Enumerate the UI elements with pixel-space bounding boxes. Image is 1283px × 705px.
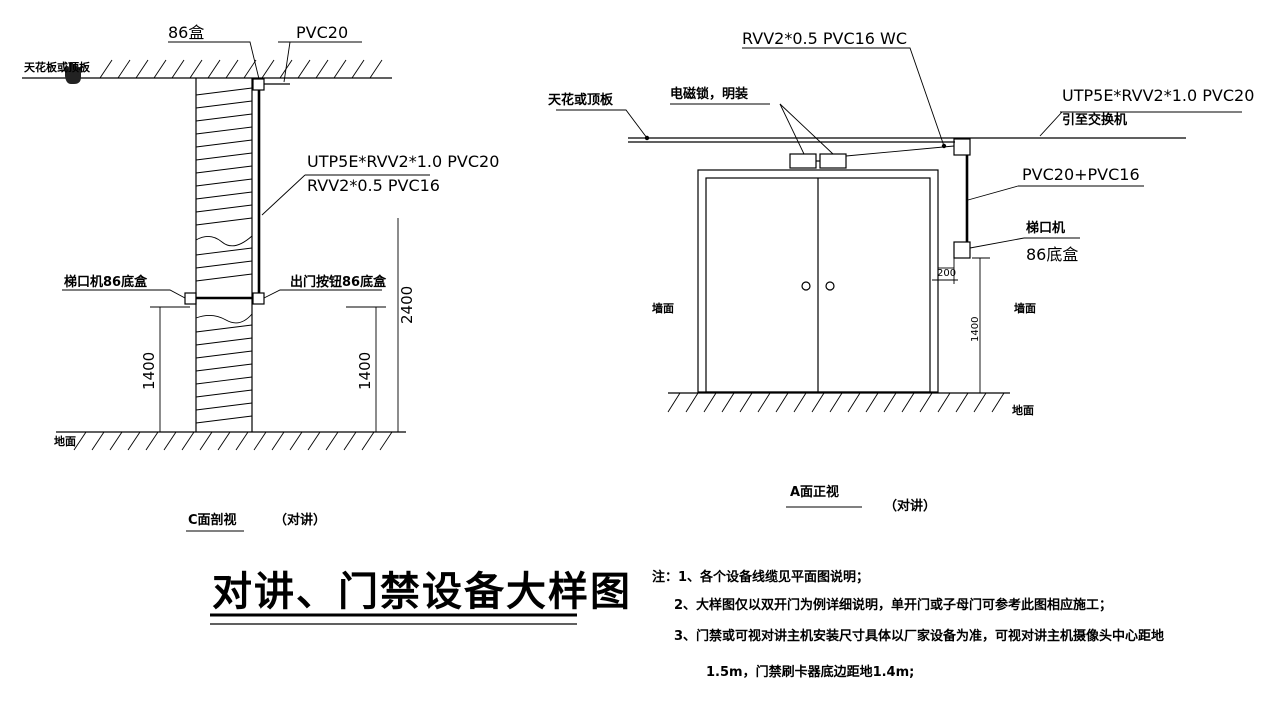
label-ceiling-a: 天花或顶板 (548, 92, 614, 108)
ceiling-hatch (99, 59, 383, 79)
junction-box (953, 138, 971, 156)
view-title-c: C面剖视 (188, 512, 237, 528)
leader-cable (261, 174, 306, 216)
label-pvc-combo: PVC20+PVC16 (1022, 165, 1140, 184)
label-cable-right-1: UTP5E*RVV2*1.0 PVC20 (1062, 86, 1254, 105)
notes-block: 注：1、各个设备线缆见平面图说明； 2、大样图仅以双开门为例详细说明，单开门或子… (652, 569, 1164, 680)
label-floor-a: 地面 (1012, 403, 1034, 417)
view-sub-c: （对讲） (274, 512, 326, 528)
leader-stair-box (62, 289, 186, 299)
floor-hatch (73, 431, 393, 451)
dim-2400: 2400 (398, 286, 416, 324)
label-stair-box: 梯口机86底盒 (64, 274, 148, 290)
label-floor: 地面 (54, 434, 76, 448)
label-exit-box: 出门按钮86底盒 (290, 274, 387, 290)
stair-unit-box (953, 241, 971, 259)
view-title-a: A面正视 (790, 484, 839, 500)
exit-button-box (252, 292, 265, 305)
stair-box (184, 292, 197, 305)
leader-ceiling-a (556, 109, 648, 139)
leader-box-86 (168, 41, 260, 80)
mag-lock-right (819, 153, 847, 169)
door-handle-left (801, 281, 811, 291)
leader-exit-box (263, 289, 382, 299)
note-line-2: 2、大样图仅以双开门为例详细说明，单开门或子母门可参考此图相应施工； (674, 597, 1112, 613)
label-lock: 电磁锁，明装 (670, 86, 748, 102)
main-title-block: 对讲、门禁设备大样图 (210, 569, 632, 625)
note-line-1: 注：1、各个设备线缆见平面图说明； (652, 569, 869, 585)
note-line-3: 3、门禁或可视对讲主机安装尺寸具体以厂家设备为准，可视对讲主机摄像头中心距地 (674, 628, 1164, 644)
dim-1400-left: 1400 (140, 352, 158, 390)
label-wall-left: 墙面 (652, 301, 674, 315)
door-handle-right (825, 281, 835, 291)
elevation-a: RVV2*0.5 PVC16 WC 天花或顶板 电磁锁，明装 UTP5E*RVV… (548, 29, 1254, 514)
dim-200: 200 (937, 268, 956, 279)
label-cable-top: RVV2*0.5 PVC16 WC (742, 29, 907, 48)
wall-hatch (195, 87, 253, 424)
section-c: 86盒 PVC20 天花板或顶板 UTP5E*RVV2*1.0 PVC20 RV… (22, 23, 499, 532)
label-cable-right-2: 引至交换机 (1062, 112, 1127, 128)
dim-1400-right: 1400 (356, 352, 374, 390)
floor-hatch-a (667, 392, 1005, 413)
label-cable-2: RVV2*0.5 PVC16 (307, 176, 440, 195)
label-ceiling: 天花板或顶板 (24, 60, 91, 74)
label-stair-unit: 梯口机 (1026, 220, 1065, 236)
hand-cursor-icon (65, 62, 81, 84)
main-title: 对讲、门禁设备大样图 (212, 569, 632, 615)
leader-cable-top (742, 47, 945, 147)
leader-pvc20 (283, 41, 291, 83)
label-box-86: 86盒 (168, 23, 204, 42)
label-box-86-a: 86底盒 (1026, 245, 1078, 264)
box-86-top (252, 78, 265, 91)
note-line-4: 1.5m，门禁刷卡器底边距地1.4m; (706, 664, 914, 680)
label-cable-1: UTP5E*RVV2*1.0 PVC20 (307, 152, 499, 171)
mag-lock-left (789, 153, 817, 169)
view-sub-a: （对讲） (884, 498, 936, 514)
label-pvc20: PVC20 (296, 23, 348, 42)
dim-1400-a: 1400 (970, 317, 981, 342)
label-wall-right: 墙面 (1014, 301, 1036, 315)
